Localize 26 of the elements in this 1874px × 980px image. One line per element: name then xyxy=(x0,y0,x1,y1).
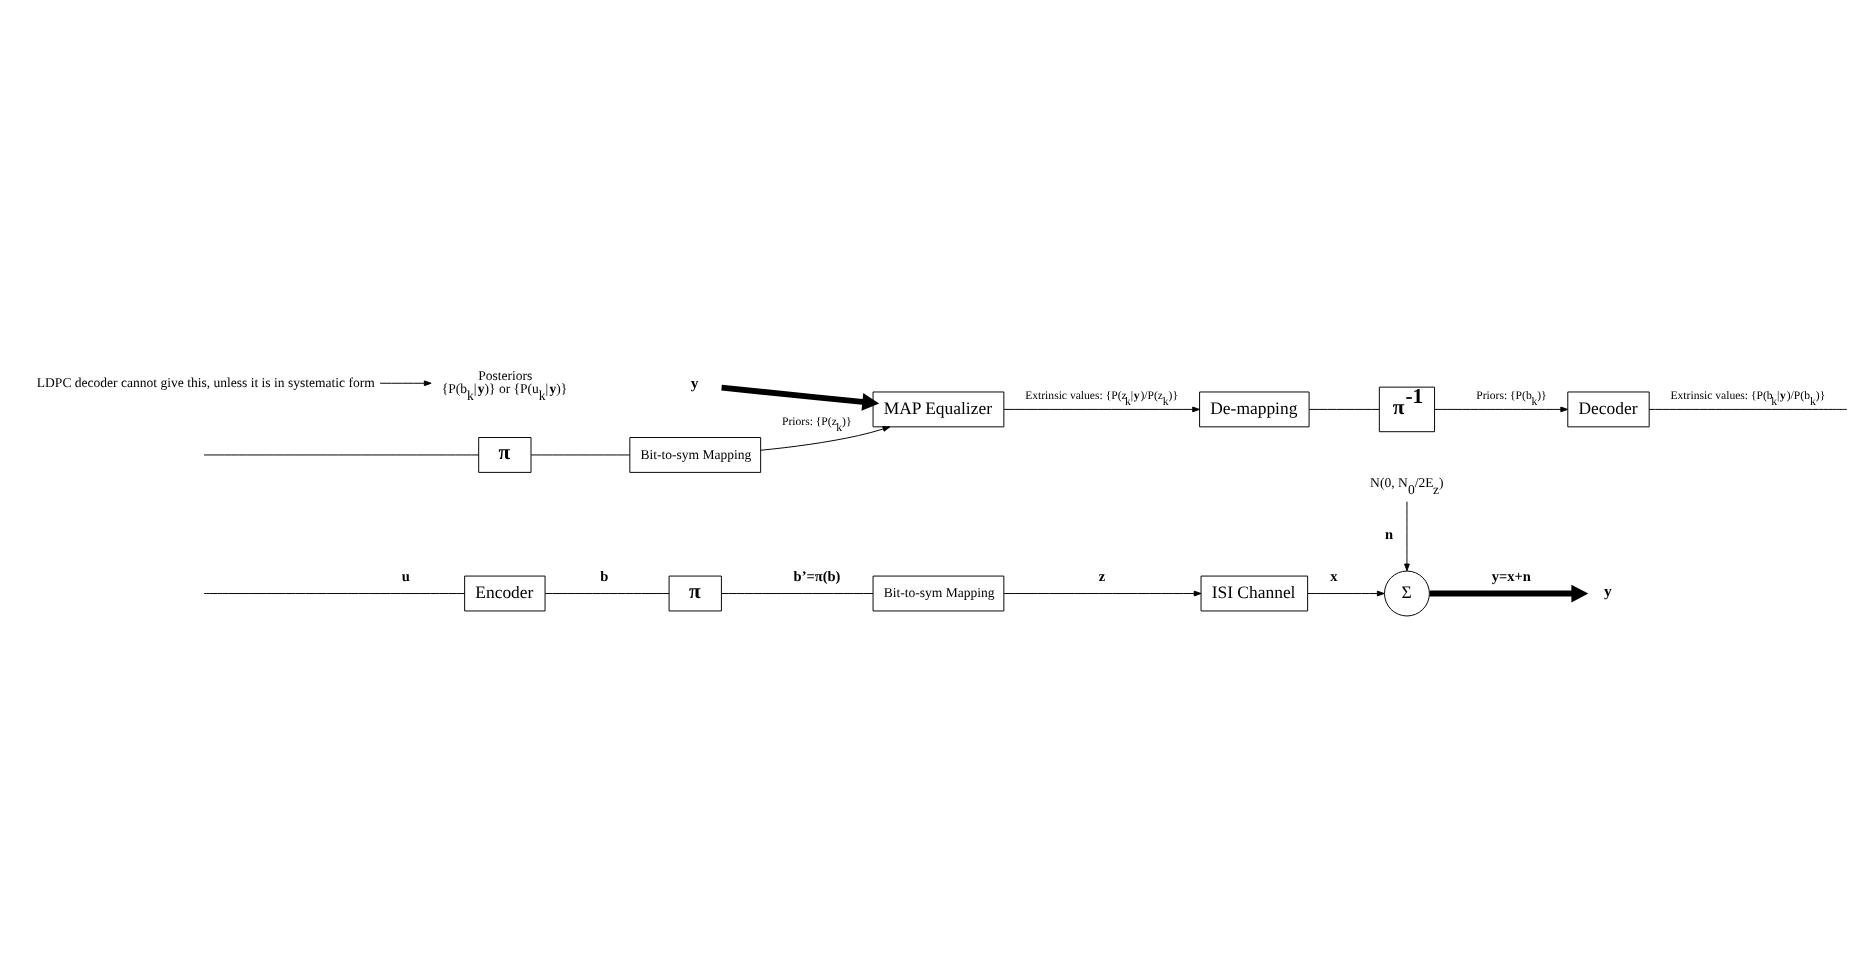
node-text: y xyxy=(1604,582,1612,601)
node-box: MAP Equalizer xyxy=(872,391,1005,428)
connector xyxy=(1308,408,1380,410)
connector xyxy=(530,454,631,456)
node-box: π xyxy=(668,575,722,612)
connector xyxy=(1648,408,1848,410)
arrow xyxy=(760,426,891,451)
node-circle: Σ xyxy=(1384,570,1430,617)
arrow xyxy=(1003,406,1200,413)
node-box: ISI Channel xyxy=(1200,575,1309,612)
arrow xyxy=(721,384,880,411)
arrow xyxy=(1429,584,1589,603)
connector xyxy=(203,593,466,594)
node-box: De-mapping xyxy=(1199,391,1310,428)
arrow xyxy=(1434,406,1569,413)
connector xyxy=(544,593,670,594)
arrow xyxy=(1003,590,1202,597)
node-text: y xyxy=(690,373,699,392)
node-box: Encoder xyxy=(464,575,546,612)
node-box: π xyxy=(478,437,532,473)
connector xyxy=(203,454,480,456)
connector xyxy=(721,593,874,594)
arrow xyxy=(1307,590,1385,597)
arrow xyxy=(1404,501,1410,572)
node-box: Decoder xyxy=(1567,391,1650,428)
arrow xyxy=(379,380,432,387)
